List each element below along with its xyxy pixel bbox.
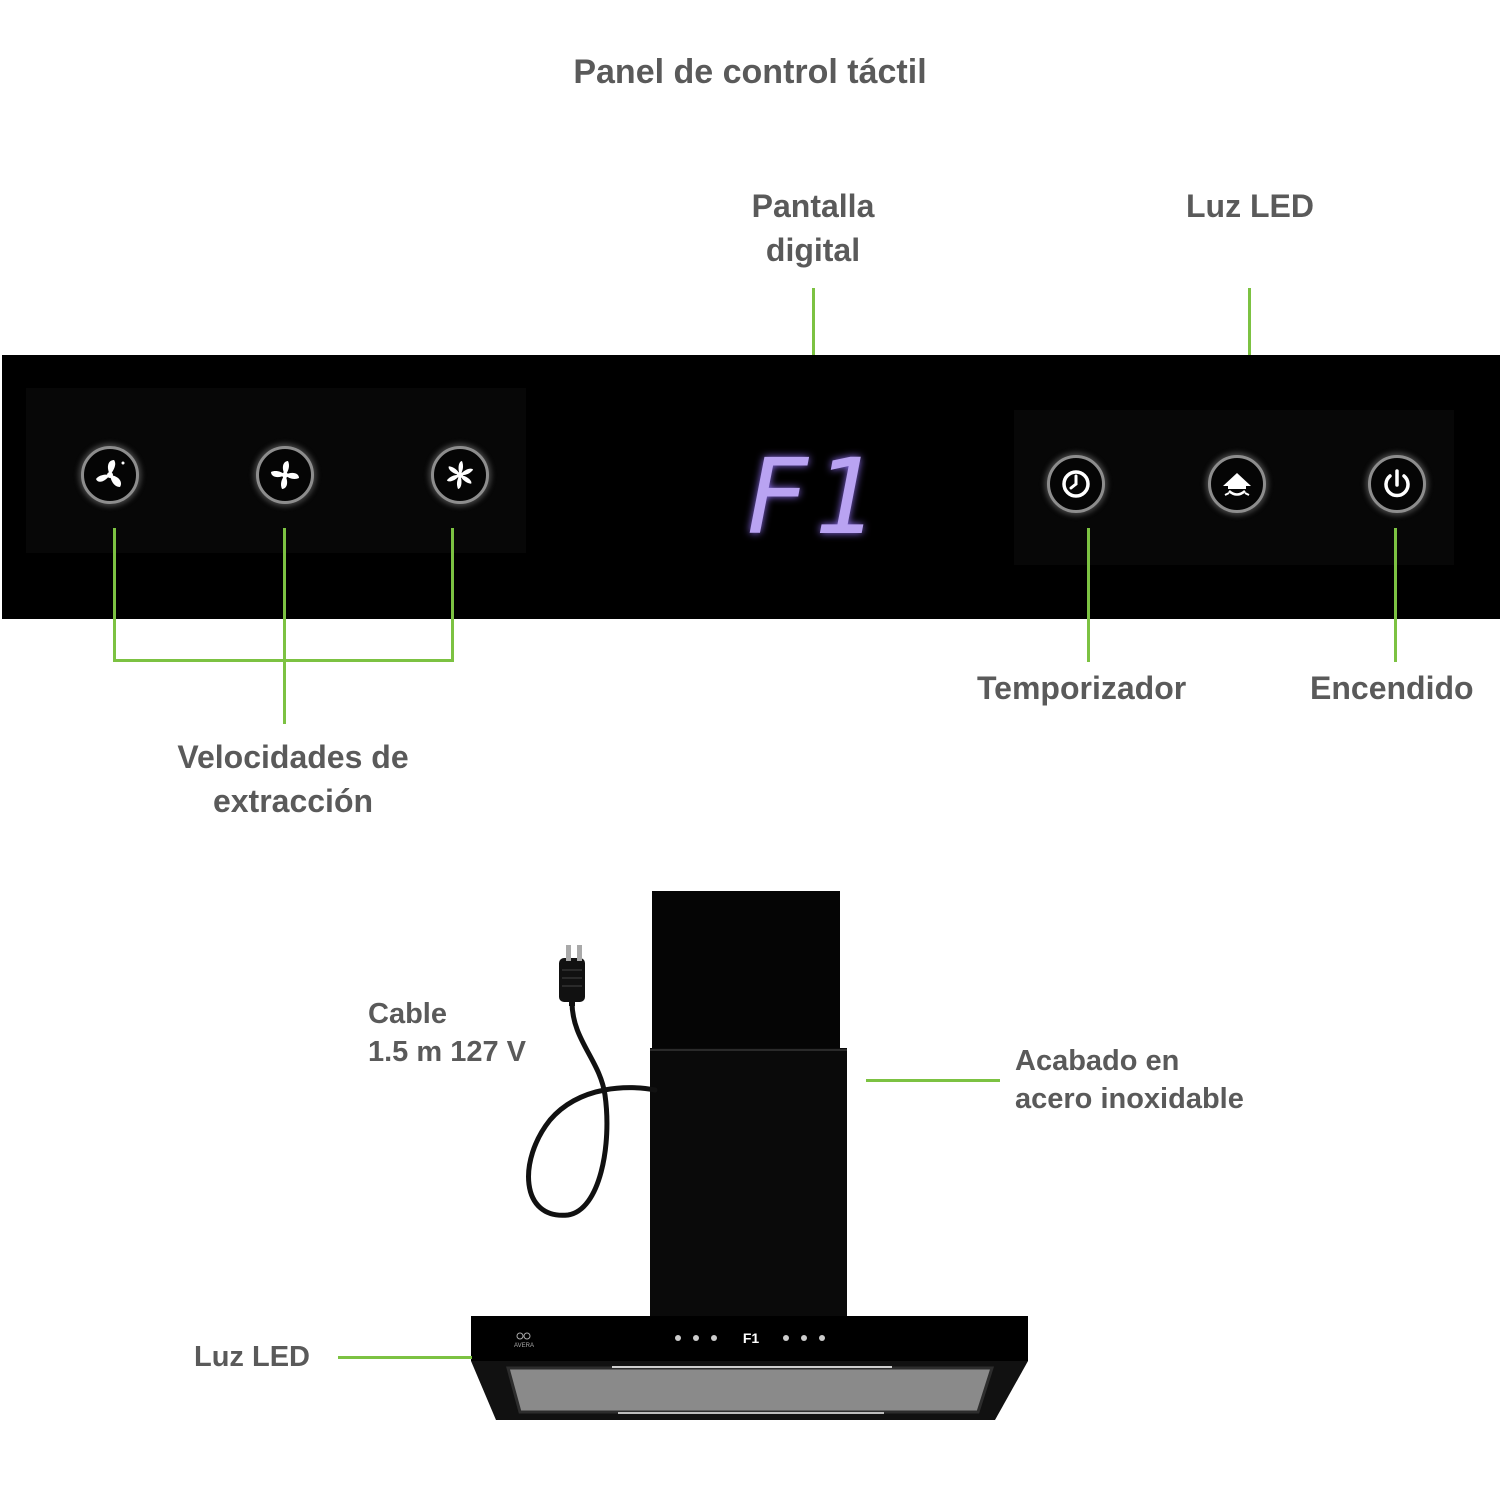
digital-display: F1 [745,436,883,558]
led-connector [1248,288,1251,420]
finish-label: Acabado en acero inoxidable [1015,1042,1244,1118]
speed3-connector [451,528,454,662]
plug-body [559,958,585,1002]
timer-button[interactable] [1047,455,1105,513]
fan-speed-3-icon [446,461,474,489]
display-connector [812,288,815,420]
light-icon [1223,473,1251,496]
led-label-bottom: Luz LED [194,1341,310,1373]
power-icon [1384,469,1410,498]
speed2-connector [283,528,286,724]
fan-speed-3-button[interactable] [431,446,489,504]
power-connector [1394,528,1397,662]
power-button[interactable] [1368,455,1426,513]
hood-brand: AVERA [514,1343,534,1349]
display-label-line1: Pantalla [751,188,875,224]
speeds-label: Velocidades de extracción [150,735,436,823]
hood-front-panel [471,1316,1028,1361]
finish-label-line2: acero inoxidable [1015,1083,1244,1115]
cable-label-line1: Cable [368,998,447,1030]
led-bottom-connector [338,1356,472,1359]
finish-label-line1: Acabado en [1015,1045,1180,1077]
fan-speed-2-icon [271,461,299,489]
timer-connector [1087,528,1090,662]
speeds-bracket [113,659,454,662]
led-label-top: Luz LED [1186,188,1314,224]
timer-icon [1062,470,1090,498]
timer-label: Temporizador [977,670,1187,706]
fan-speed-1-button[interactable] [81,446,139,504]
finish-connector [866,1079,1000,1082]
cable-label: Cable 1.5 m 127 V [368,995,526,1071]
speed1-connector [113,528,116,662]
power-cable [526,999,658,1218]
hood-filter [506,1366,995,1414]
display-label: Pantalla digital [680,184,946,272]
hood-mini-display: F1 [743,1330,760,1346]
light-button[interactable] [1208,455,1266,513]
speeds-label-line2: extracción [212,783,374,819]
display-label-line2: digital [765,232,861,268]
fan-speed-2-button[interactable] [256,446,314,504]
fan-speed-1-icon [96,460,125,487]
chimney-upper [652,891,840,1051]
cable-label-line2: 1.5 m 127 V [368,1036,526,1068]
power-label: Encendido [1310,670,1474,706]
page-title: Panel de control táctil [573,53,927,91]
chimney-lower [650,1048,847,1320]
speeds-label-line1: Velocidades de [177,739,409,775]
